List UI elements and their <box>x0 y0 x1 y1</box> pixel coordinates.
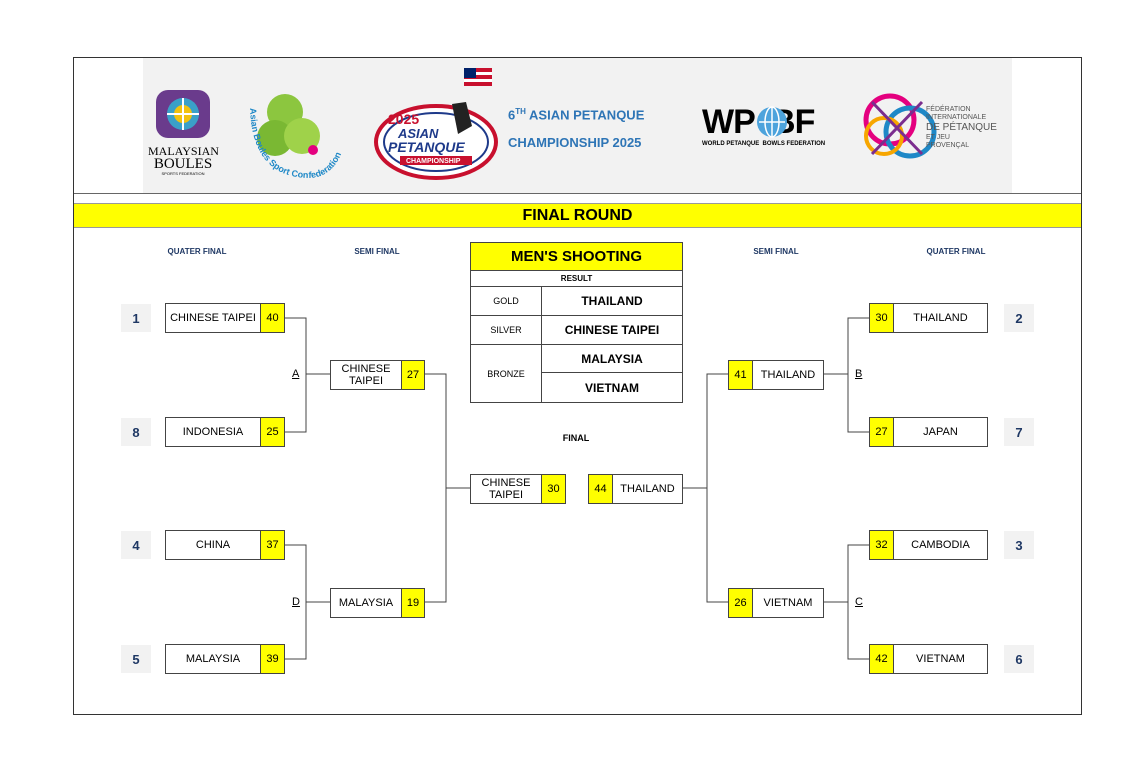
team-name: THAILAND <box>752 360 824 390</box>
team-score: 41 <box>728 360 753 390</box>
team-name: THAILAND <box>893 303 988 333</box>
team-score: 32 <box>869 530 894 560</box>
mbsf-name-line1: MALAYSIAN <box>148 144 219 158</box>
team-name: MALAYSIA <box>330 588 402 618</box>
absc-boules-icon: Asian Boules Sport Confederation <box>248 94 343 180</box>
seed-badge: 6 <box>1004 645 1034 673</box>
team-name: MALAYSIA <box>165 644 261 674</box>
championship-word3: CHAMPIONSHIP <box>406 158 461 165</box>
seed-badge: 5 <box>121 645 151 673</box>
qf-left-header: QUATER FINAL <box>167 247 227 256</box>
team-score: 25 <box>260 417 285 447</box>
team-name: JAPAN <box>893 417 988 447</box>
championship-word2: PETANQUE <box>388 139 465 155</box>
championship-logo: 2025 ASIAN PETANQUE CHAMPIONSHIP <box>374 64 504 182</box>
bracket-frame <box>73 57 1082 715</box>
championship-title-line1: 6TH ASIAN PETANQUE <box>508 107 645 123</box>
seed-badge: 2 <box>1004 304 1034 332</box>
silver-label: SILVER <box>471 316 542 345</box>
mbsf-logo: MALAYSIAN BOULES SPORTS FEDERATION <box>148 88 219 178</box>
mbsf-name-line2: BOULES <box>153 156 213 172</box>
fipjp-line3: DE PÉTANQUE <box>926 122 997 133</box>
team-score: 27 <box>869 417 894 447</box>
team-name: THAILAND <box>612 474 683 504</box>
team-name: CHINA <box>165 530 261 560</box>
team-score: 37 <box>260 530 285 560</box>
sf-right-header: SEMI FINAL <box>753 247 799 256</box>
gold-label: GOLD <box>471 287 542 316</box>
team-score: 39 <box>260 644 285 674</box>
result-table: MEN'S SHOOTING RESULT GOLD THAILAND SILV… <box>470 242 683 403</box>
team-score: 40 <box>260 303 285 333</box>
header-divider <box>74 193 1081 194</box>
result-title: MEN'S SHOOTING <box>471 243 682 271</box>
fipjp-line5: PROVENÇAL <box>926 142 970 149</box>
fipjp-line2: INTERNATIONALE <box>926 114 987 121</box>
team-name: CHINESE TAIPEI <box>165 303 261 333</box>
championship-emblem-icon: 2025 ASIAN PETANQUE CHAMPIONSHIP <box>374 68 498 180</box>
seed-badge: 8 <box>121 418 151 446</box>
match-letter: C <box>855 596 863 608</box>
fipjp-line1: FÉDÉRATION <box>926 106 971 113</box>
mbsf-emblem-icon <box>156 90 210 138</box>
match-letter: D <box>292 596 300 608</box>
team-name: CHINESE TAIPEI <box>330 360 402 390</box>
globe-icon <box>757 106 787 138</box>
seed-badge: 4 <box>121 531 151 559</box>
match-letter: A <box>292 368 300 380</box>
championship-title-line2: CHAMPIONSHIP 2025 <box>508 135 642 151</box>
sf-left-header: SEMI FINAL <box>354 247 400 256</box>
wpbf-logo: WP BF WORLD PETANQUE BOWLS FEDERATION <box>702 103 837 163</box>
team-score: 44 <box>588 474 613 504</box>
fipjp-rings-icon <box>863 93 937 159</box>
bronze-label: BRONZE <box>471 345 542 402</box>
team-name: VIETNAM <box>752 588 824 618</box>
seed-badge: 7 <box>1004 418 1034 446</box>
team-name: VIETNAM <box>893 644 988 674</box>
silver-team: CHINESE TAIPEI <box>542 316 682 345</box>
team-score: 19 <box>401 588 425 618</box>
team-name: CAMBODIA <box>893 530 988 560</box>
team-score: 42 <box>869 644 894 674</box>
gold-team: THAILAND <box>542 287 682 316</box>
team-name: INDONESIA <box>165 417 261 447</box>
result-subtitle: RESULT <box>471 271 682 287</box>
bronze-team-2: VIETNAM <box>585 380 639 395</box>
round-title: FINAL ROUND <box>74 203 1081 228</box>
championship-year: 2025 <box>388 111 419 127</box>
fipjp-line4: ET JEU <box>926 134 950 141</box>
match-letter: B <box>855 368 863 380</box>
team-score: 30 <box>869 303 894 333</box>
absc-logo: Asian Boules Sport Confederation <box>240 88 355 183</box>
team-score: 27 <box>401 360 425 390</box>
fipjp-logo: FÉDÉRATION INTERNATIONALE DE PÉTANQUE ET… <box>862 92 1012 167</box>
qf-right-header: QUATER FINAL <box>926 247 986 256</box>
seed-badge: 1 <box>121 304 151 332</box>
team-score: 30 <box>541 474 566 504</box>
team-score: 26 <box>728 588 753 618</box>
final-label: FINAL <box>562 433 590 443</box>
seed-badge: 3 <box>1004 531 1034 559</box>
bronze-team-1: MALAYSIA <box>542 345 682 373</box>
championship-title: 6TH ASIAN PETANQUE CHAMPIONSHIP 2025 <box>508 98 644 157</box>
championship-word1: ASIAN <box>397 126 439 141</box>
wpbf-fullname: WORLD PETANQUE BOWLS FEDERATION <box>702 141 826 147</box>
team-name: CHINESE TAIPEI <box>470 474 542 504</box>
mbsf-name-line3: SPORTS FEDERATION <box>161 171 205 176</box>
